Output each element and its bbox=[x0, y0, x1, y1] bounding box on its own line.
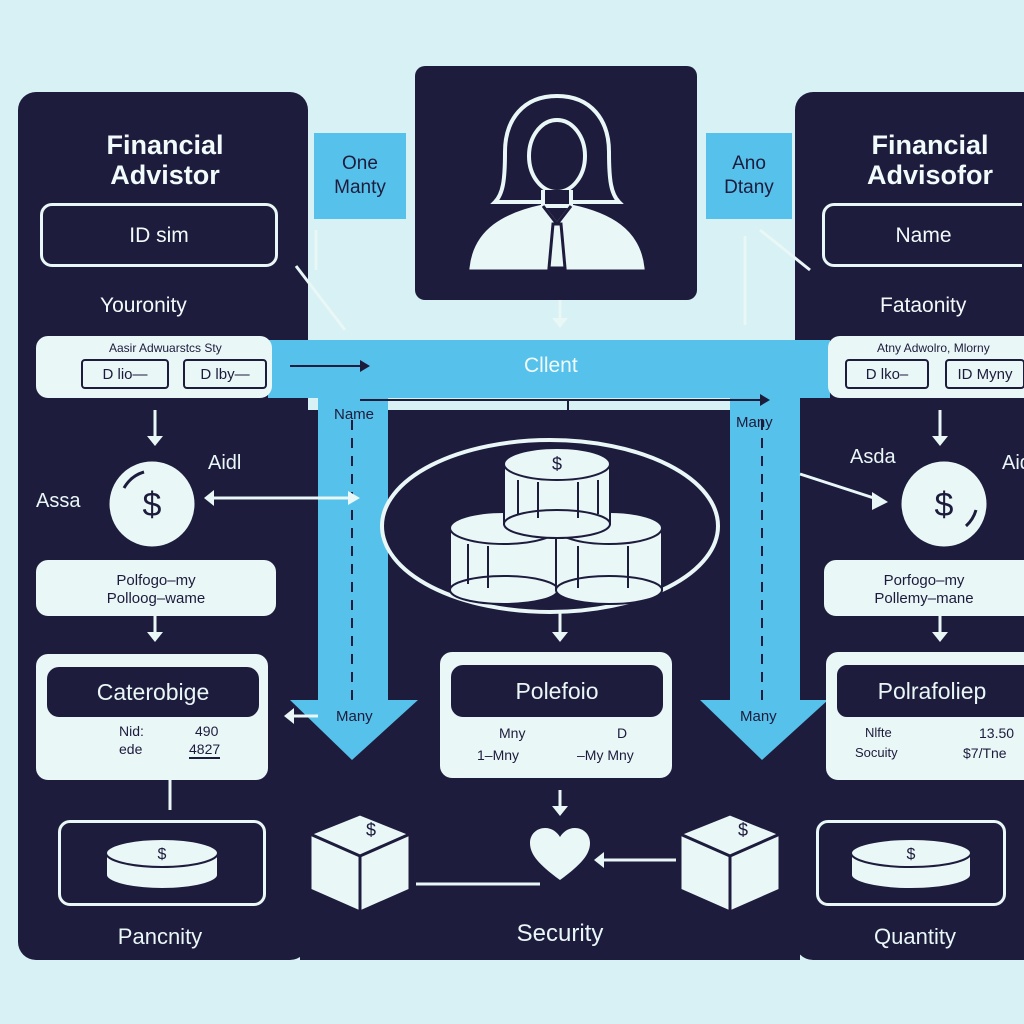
pf-row1-right: D bbox=[617, 725, 628, 741]
pr-row2-right: $7/Tne bbox=[963, 745, 1007, 761]
pr-row1-right: 13.50 bbox=[979, 725, 1015, 741]
left-portfolio-box: Polfogo–my Polloog–wame bbox=[36, 560, 276, 616]
box-icon: $ bbox=[678, 812, 782, 914]
relation-right-line1: Ano bbox=[732, 153, 766, 174]
left-cat-row2-right: 4827 bbox=[189, 741, 221, 759]
name-label: Name bbox=[334, 406, 375, 423]
relation-left-line1: One bbox=[342, 153, 378, 174]
right-asset-label: Asda bbox=[850, 446, 896, 468]
svg-text:$: $ bbox=[143, 486, 162, 524]
relation-box-right: Ano Dtany bbox=[706, 133, 792, 219]
right-coin-box: $ bbox=[816, 820, 1006, 906]
left-coin-box: $ bbox=[58, 820, 266, 906]
right-attributes-box: Atny Adwolro, Mlorny D lko– ID Myny bbox=[828, 336, 1024, 398]
pr-row1-left: Nlfte bbox=[865, 725, 892, 740]
right-portfolio-line1: Porfogo–my bbox=[883, 572, 965, 589]
relation-left-line2: Manty bbox=[334, 177, 386, 198]
right-attr-caption: Atny Adwolro, Mlorny bbox=[877, 341, 990, 355]
pf-row1-left: Mny bbox=[499, 725, 526, 741]
center-portfolio-title: Polefoio bbox=[451, 665, 663, 717]
left-category-title: Caterobige bbox=[47, 667, 259, 717]
right-name-label: Name bbox=[895, 224, 952, 247]
right-aid-label: Aidl bbox=[1002, 452, 1024, 474]
left-asset-label: Assa bbox=[36, 490, 81, 512]
pr-row2-left: Socuity bbox=[855, 745, 898, 760]
coin-stack-icon: $ bbox=[105, 838, 219, 890]
left-subtitle: Youronity bbox=[100, 294, 187, 317]
relation-right-line2: Dtany bbox=[724, 177, 774, 198]
left-title-line1: Financial bbox=[106, 130, 224, 160]
right-title: Financial Advisofor bbox=[840, 130, 1020, 190]
relation-box-left: One Manty bbox=[314, 133, 406, 219]
right-bottom-label: Quantity bbox=[874, 924, 956, 949]
client-label: Cllent bbox=[524, 354, 578, 377]
box-icon: $ bbox=[308, 812, 412, 914]
left-attr-field-1[interactable]: D lio— bbox=[81, 359, 169, 389]
left-cat-row1-right: 490 bbox=[195, 723, 219, 739]
coin-pile-icon: $ bbox=[380, 438, 720, 614]
left-cat-row2-left: ede bbox=[119, 741, 143, 757]
left-portfolio-line2: Polloog–wame bbox=[106, 590, 206, 607]
left-category-box: Caterobige Nid: 490 ede 4827 bbox=[36, 654, 268, 780]
right-portfolio-box: Porfogo–my Pollemy–mane bbox=[824, 560, 1024, 616]
right-subtitle: Fataonity bbox=[880, 294, 967, 317]
right-title-line2: Advisofor bbox=[866, 160, 993, 190]
left-aid-label: Aidl bbox=[208, 452, 242, 474]
many-left-bottom-label: Many bbox=[336, 708, 373, 725]
left-title-line2: Advistor bbox=[110, 160, 220, 190]
svg-text:$: $ bbox=[907, 846, 916, 863]
left-id-label: ID sim bbox=[129, 224, 189, 247]
dollar-coin-icon: $ bbox=[898, 458, 990, 550]
right-attr-field-2[interactable]: ID Myny bbox=[945, 359, 1024, 389]
right-portfolio-detail-box: Polrafoliep Nlfte 13.50 Socuity $7/Tne bbox=[826, 652, 1024, 780]
person-icon bbox=[469, 93, 645, 270]
many-right-bottom-label: Many bbox=[740, 708, 777, 725]
right-attr-field-1[interactable]: D lko– bbox=[845, 359, 929, 389]
right-name-field[interactable]: Name bbox=[822, 203, 1022, 267]
left-bottom-label: Pancnity bbox=[117, 924, 203, 949]
svg-text:$: $ bbox=[158, 846, 167, 863]
dollar-coin-icon: $ bbox=[106, 458, 198, 550]
left-attr-field-2[interactable]: D lby— bbox=[183, 359, 267, 389]
security-label: Security bbox=[516, 920, 604, 947]
pf-row2-right: –My Mny bbox=[577, 747, 634, 763]
pf-row2-left: 1–Mny bbox=[477, 747, 520, 763]
left-title: Financial Advistor bbox=[60, 130, 270, 190]
left-attributes-box: Aasir Adwuarstcs Sty D lio— D lby— bbox=[36, 336, 272, 398]
heart-icon bbox=[530, 828, 590, 880]
right-portfolio-title: Polrafoliep bbox=[837, 665, 1024, 717]
left-portfolio-line1: Polfogo–my bbox=[116, 572, 196, 589]
svg-text:$: $ bbox=[366, 820, 376, 840]
right-portfolio-line2: Pollemy–mane bbox=[874, 590, 974, 607]
center-portfolio-box: Polefoio Mny D 1–Mny –My Mny bbox=[440, 652, 672, 778]
coin-stack-icon: $ bbox=[850, 838, 972, 890]
svg-text:$: $ bbox=[738, 820, 748, 840]
left-id-field[interactable]: ID sim bbox=[40, 203, 278, 267]
many-right-label: Many bbox=[736, 414, 773, 431]
left-cat-row1-left: Nid: bbox=[119, 723, 144, 739]
svg-text:$: $ bbox=[552, 454, 562, 474]
left-attr-caption: Aasir Adwuarstcs Sty bbox=[109, 341, 222, 355]
right-title-line1: Financial bbox=[871, 130, 989, 160]
svg-text:$: $ bbox=[935, 486, 954, 524]
